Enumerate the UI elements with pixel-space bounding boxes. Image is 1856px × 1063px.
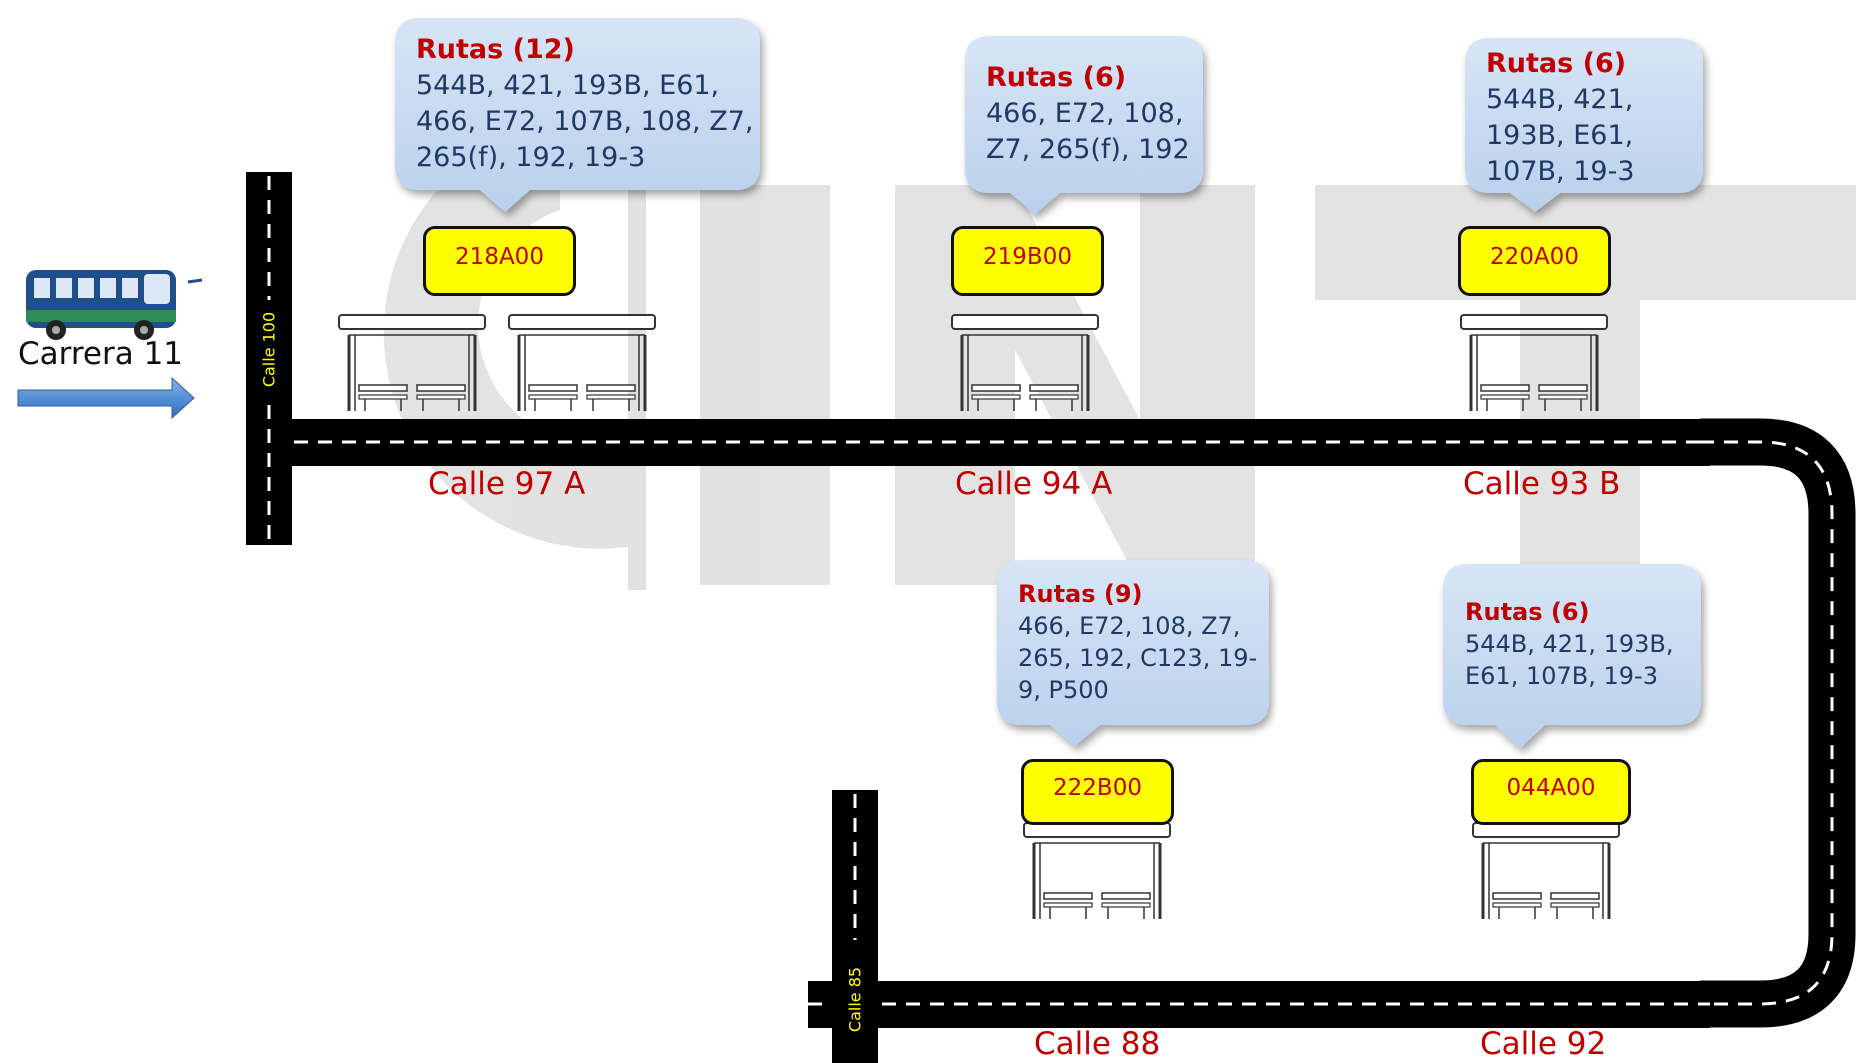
stop-code-badge: 044A00 <box>1471 759 1631 825</box>
stop-code-badge: 222B00 <box>1021 759 1174 825</box>
routes-title: Rutas (6) <box>1465 596 1685 628</box>
street-label: Calle 94 A <box>955 466 1112 502</box>
routes-list: 466, E72, 108, Z7, 265, 192, C123, 19-9,… <box>1018 610 1258 706</box>
bus-shelter-icon <box>1024 823 1170 919</box>
stop-code-badge: 220A00 <box>1458 226 1611 296</box>
street-label: Calle 93 B <box>1463 466 1620 502</box>
routes-title: Rutas (6) <box>1486 46 1656 82</box>
arrow-right-icon <box>18 378 194 418</box>
routes-list: 466, E72, 108, Z7, 265(f), 192 <box>986 96 1201 168</box>
routes-callout-218A00: Rutas (12) 544B, 421, 193B, E61, 466, E7… <box>416 32 756 176</box>
routes-list: 544B, 421, 193B, E61, 107B, 19-3 <box>1486 82 1656 190</box>
bus-icon <box>26 270 202 340</box>
routes-callout-222B00: Rutas (9) 466, E72, 108, Z7, 265, 192, C… <box>1018 578 1258 706</box>
stop-code-badge: 218A00 <box>423 226 576 296</box>
cross-street-label-calle-85: Calle 85 <box>846 955 865 1045</box>
routes-callout-219B00: Rutas (6) 466, E72, 108, Z7, 265(f), 192 <box>986 60 1201 168</box>
street-label: Calle 92 <box>1480 1026 1606 1062</box>
bus-shelter-icon <box>1473 823 1619 919</box>
routes-callout-044A00: Rutas (6) 544B, 421, 193B, E61, 107B, 19… <box>1465 596 1685 692</box>
routes-list: 544B, 421, 193B, E61, 466, E72, 107B, 10… <box>416 68 756 176</box>
direction-label: Carrera 11 <box>18 336 183 372</box>
street-label: Calle 97 A <box>428 466 585 502</box>
routes-callout-220A00: Rutas (6) 544B, 421, 193B, E61, 107B, 19… <box>1486 46 1656 190</box>
routes-title: Rutas (12) <box>416 32 756 68</box>
routes-title: Rutas (6) <box>986 60 1201 96</box>
street-label: Calle 88 <box>1034 1026 1160 1062</box>
cross-road-calle-85 <box>808 790 878 1063</box>
stop-code-badge: 219B00 <box>951 226 1104 296</box>
routes-title: Rutas (9) <box>1018 578 1258 610</box>
cross-street-label-calle-100: Calle 100 <box>260 305 279 395</box>
routes-list: 544B, 421, 193B, E61, 107B, 19-3 <box>1465 628 1685 692</box>
